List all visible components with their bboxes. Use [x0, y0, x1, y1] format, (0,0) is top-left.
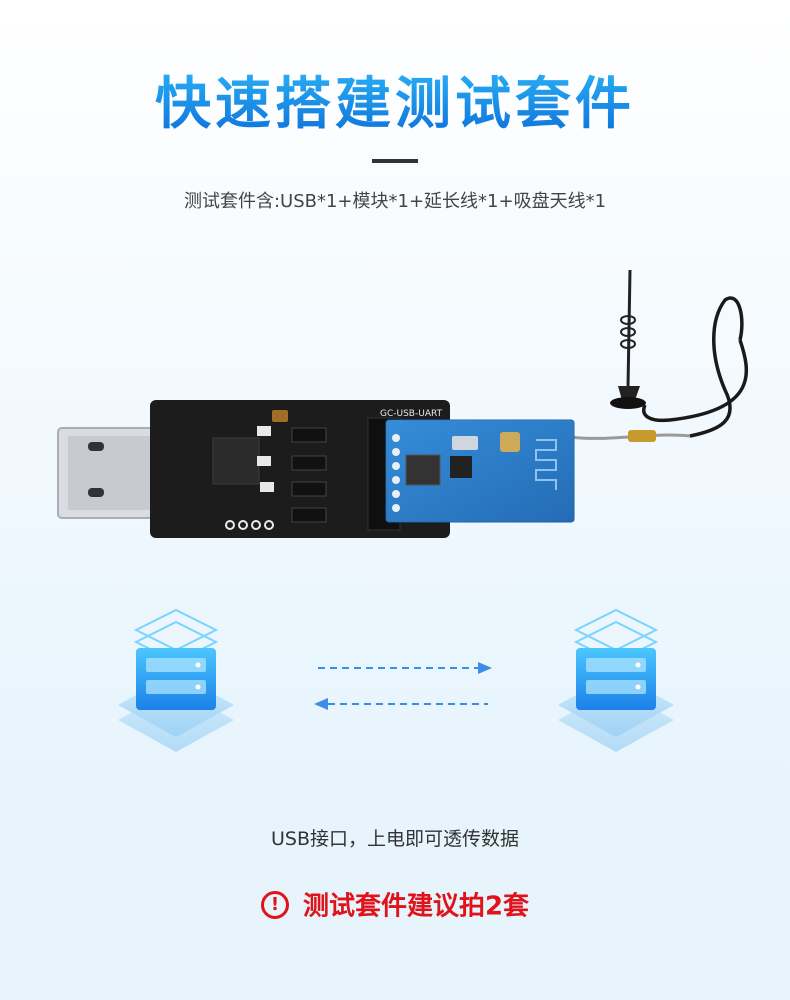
- left-server-icon: [118, 608, 234, 752]
- svg-text:GC-USB-UART: GC-USB-UART: [380, 409, 443, 419]
- product-image: GC-USB-UART: [57, 269, 749, 538]
- arrow-left-icon: [314, 698, 488, 710]
- notice-text: 测试套件建议拍2套: [302, 891, 530, 922]
- transmission-diagram: [118, 608, 674, 752]
- kit-contents: 测试套件含:USB*1+模块*1+延长线*1+吸盘天线*1: [183, 191, 607, 212]
- warning-icon: !: [260, 890, 289, 919]
- purchase-notice: ! 测试套件建议拍2套: [0, 884, 790, 929]
- usb-caption: USB接口，上电即可透传数据: [270, 828, 519, 850]
- page-title: 快速搭建测试套件: [0, 70, 790, 140]
- title-divider: [372, 159, 418, 163]
- arrow-right-icon: [318, 662, 492, 674]
- right-server-icon: [558, 608, 674, 752]
